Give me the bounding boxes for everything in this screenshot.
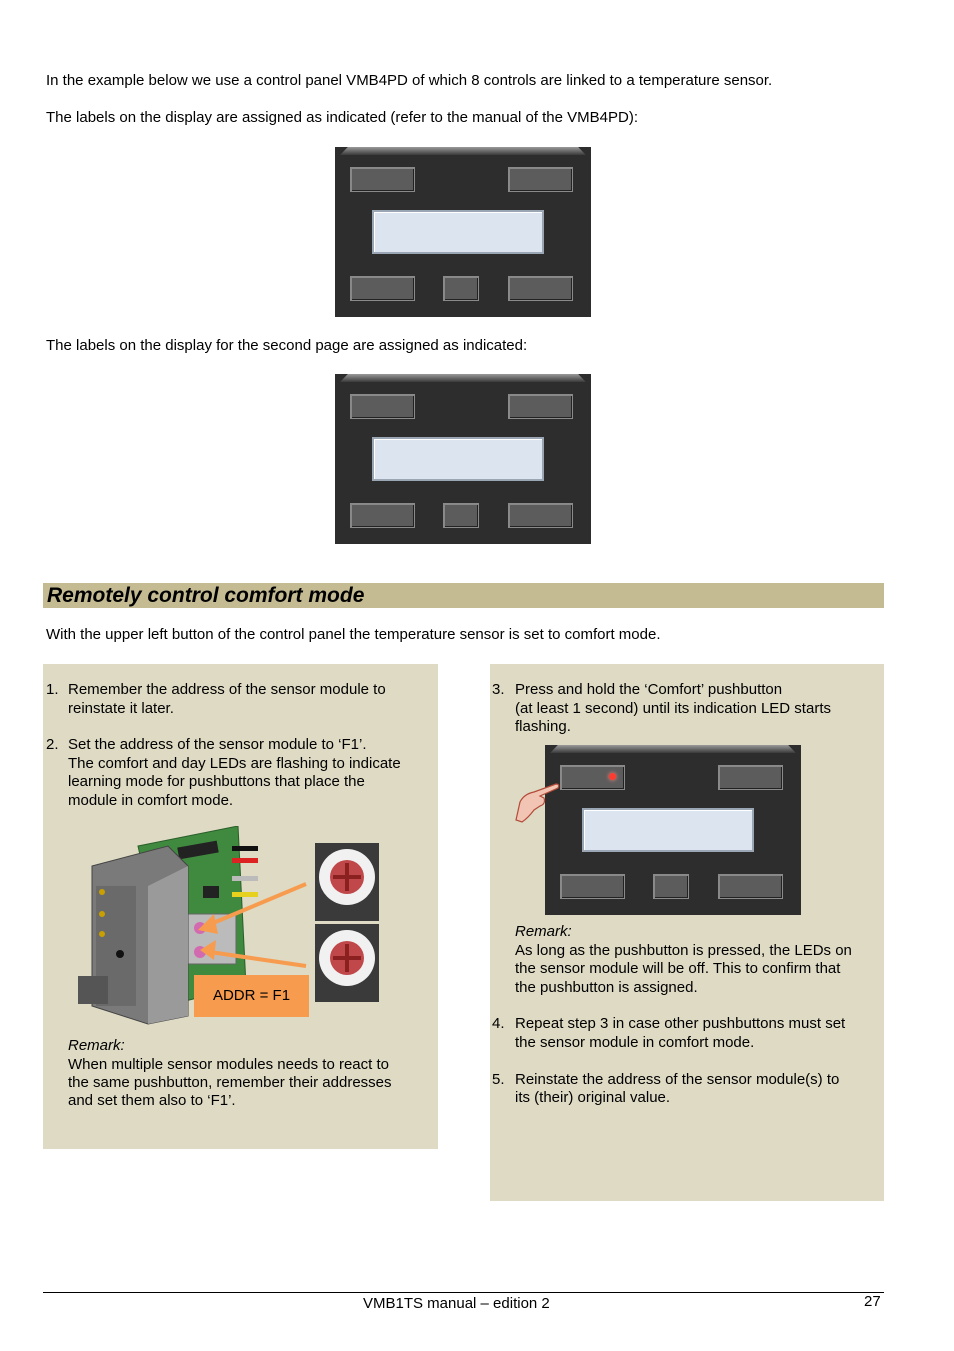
step-number: 4.	[492, 1015, 505, 1032]
control-panel-page-2	[335, 374, 591, 544]
pointing-hand-icon	[515, 783, 560, 823]
footer-rule	[43, 1292, 884, 1293]
step-number: 2.	[46, 736, 59, 753]
control-panel-pressed	[545, 745, 801, 915]
rotary-switch-icon	[315, 924, 379, 1002]
step-number: 3.	[492, 681, 505, 698]
section-intro: With the upper left button of the contro…	[46, 626, 661, 643]
step-2-text-b: The comfort and day LEDs are flashing to…	[68, 755, 401, 772]
panel-button-bottom-right	[508, 503, 573, 528]
step-5-text-a: Reinstate the address of the sensor modu…	[515, 1071, 840, 1088]
panel-button-bottom-left	[560, 874, 625, 899]
panel-lcd	[372, 437, 544, 481]
remark-text-c: the pushbutton is assigned.	[515, 979, 698, 996]
step-2-text-c: learning mode for pushbuttons that place…	[68, 773, 365, 790]
remark-text-a: When multiple sensor modules needs to re…	[68, 1056, 389, 1073]
step-2-text-d: module in comfort mode.	[68, 792, 234, 809]
led-red-icon	[609, 773, 616, 780]
panel-button-top-left	[350, 394, 415, 419]
step-2-text-a: Set the address of the sensor module to …	[68, 736, 367, 753]
remark-text-c: and set them also to ‘F1’.	[68, 1092, 236, 1109]
comfort-button	[560, 765, 625, 790]
step-3-text-b: (at least 1 second) until its indication…	[515, 700, 831, 717]
remark-title: Remark:	[515, 923, 572, 940]
page-number: 27	[864, 1293, 881, 1310]
intro-line-2: The labels on the display are assigned a…	[46, 109, 638, 126]
panel-button-bottom-left	[350, 276, 415, 301]
panel-lcd	[372, 210, 544, 254]
remark-text-a: As long as the pushbutton is pressed, th…	[515, 942, 852, 959]
step-number: 5.	[492, 1071, 505, 1088]
intro-line-3: The labels on the display for the second…	[46, 337, 528, 354]
step-1-text-a: Remember the address of the sensor modul…	[68, 681, 386, 698]
panel-button-top-right	[718, 765, 783, 790]
step-1-text-b: reinstate it later.	[68, 700, 174, 717]
step-4-text-b: the sensor module in comfort mode.	[515, 1034, 755, 1051]
sensor-module-illustration	[78, 826, 307, 1025]
remark-title: Remark:	[68, 1037, 125, 1054]
panel-button-bottom-middle	[653, 874, 689, 899]
panel-button-bottom-right	[718, 874, 783, 899]
section-title: Remotely control comfort mode	[43, 583, 884, 608]
panel-button-top-right	[508, 394, 573, 419]
panel-button-top-left	[350, 167, 415, 192]
panel-button-bottom-middle	[443, 503, 479, 528]
intro-line-1: In the example below we use a control pa…	[46, 72, 773, 89]
remark-text-b: the same pushbutton, remember their addr…	[68, 1074, 392, 1091]
remark-text-b: the sensor module will be off. This to c…	[515, 960, 841, 977]
control-panel-page-1	[335, 147, 591, 317]
step-number: 1.	[46, 681, 59, 698]
panel-lcd	[582, 808, 754, 852]
address-label: ADDR = F1	[194, 975, 309, 1017]
panel-button-bottom-right	[508, 276, 573, 301]
panel-button-bottom-left	[350, 503, 415, 528]
step-3-text-a: Press and hold the ‘Comfort’ pushbutton	[515, 681, 783, 698]
panel-button-top-right	[508, 167, 573, 192]
footer-title: VMB1TS manual – edition 2	[363, 1295, 550, 1312]
step-4-text-a: Repeat step 3 in case other pushbuttons …	[515, 1015, 846, 1032]
panel-button-bottom-middle	[443, 276, 479, 301]
step-3-text-c: flashing.	[515, 718, 571, 735]
step-5-text-b: its (their) original value.	[515, 1089, 671, 1106]
rotary-switch-icon	[315, 843, 379, 921]
